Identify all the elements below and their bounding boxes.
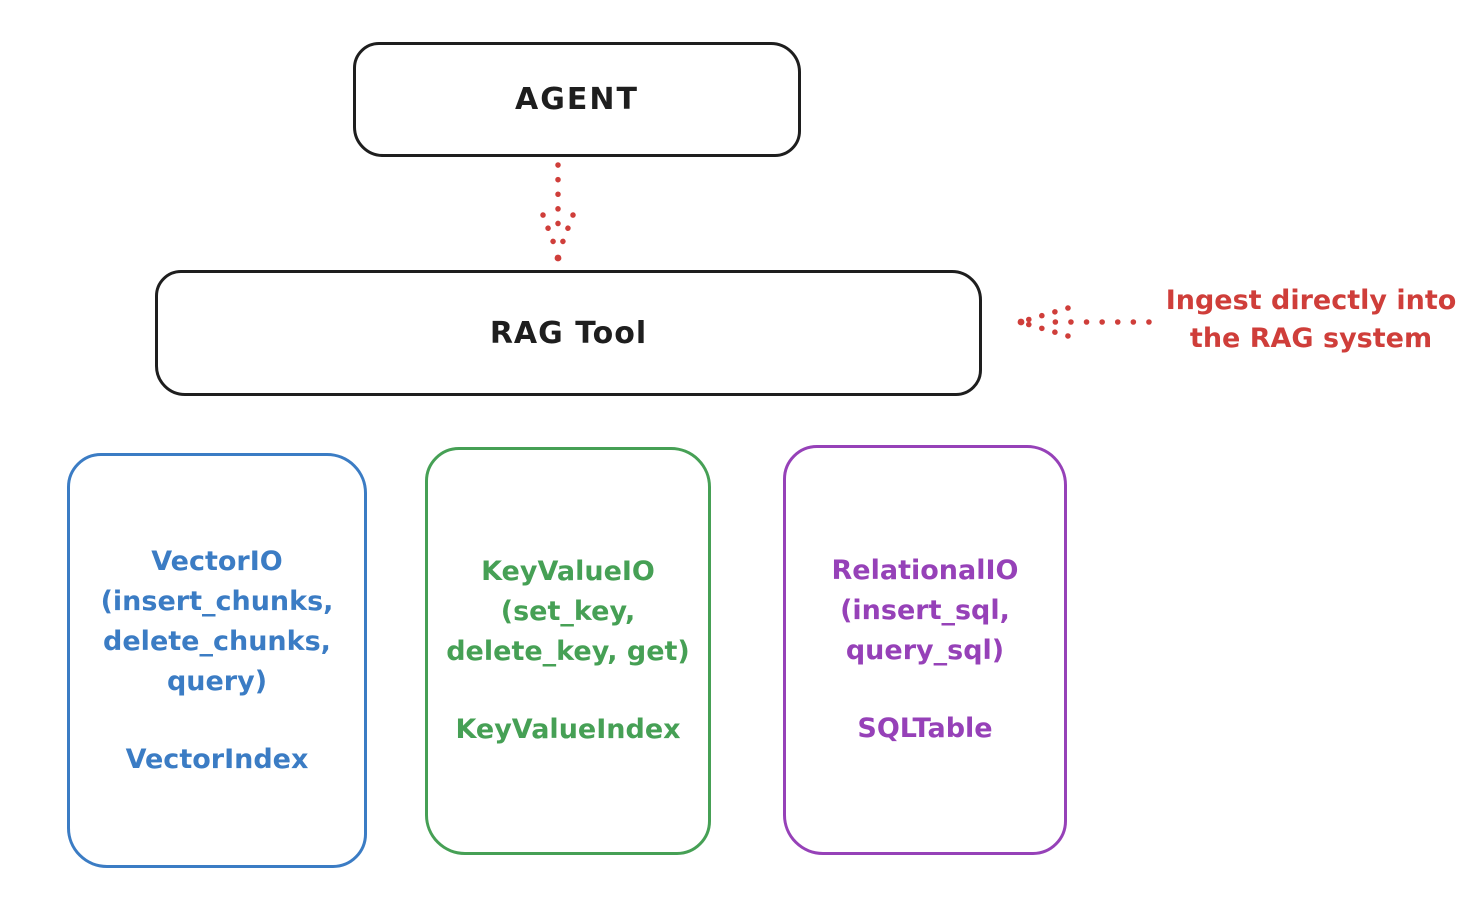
- backend-methods-vectorio: VectorIO (insert_chunks, delete_chunks, …: [101, 542, 334, 702]
- backend-method-line: delete_chunks,: [103, 625, 331, 657]
- backend-box-relationalio: RelationalIO (insert_sql, query_sql) SQL…: [783, 445, 1067, 855]
- backend-method-line: (insert_chunks,: [100, 585, 334, 617]
- backend-box-vectorio: VectorIO (insert_chunks, delete_chunks, …: [67, 453, 367, 868]
- backend-index-sqltable: SQLTable: [857, 713, 993, 744]
- backend-method-line: query_sql): [845, 635, 1005, 666]
- backend-index-keyvalueindex: KeyValueIndex: [455, 714, 681, 745]
- ingest-annotation: Ingest directly into the RAG system: [1138, 282, 1484, 358]
- backend-index-vectorindex: VectorIndex: [125, 743, 309, 775]
- agent-label: AGENT: [515, 82, 639, 117]
- backend-title: KeyValueIO: [481, 556, 655, 587]
- rag-tool-node: RAG Tool: [155, 270, 982, 396]
- backend-box-keyvalueio: KeyValueIO (set_key, delete_key, get) Ke…: [425, 447, 711, 855]
- ingest-annotation-line2: the RAG system: [1189, 323, 1433, 354]
- agent-node: AGENT: [353, 42, 801, 157]
- agent-to-ragtool-arrow-icon: [540, 162, 576, 262]
- ingest-annotation-line1: Ingest directly into: [1165, 285, 1457, 316]
- backend-title: VectorIO: [151, 545, 283, 577]
- backend-method-line: delete_key, get): [446, 636, 690, 667]
- backend-methods-relationalio: RelationalIO (insert_sql, query_sql): [832, 551, 1019, 671]
- rag-tool-label: RAG Tool: [489, 315, 648, 351]
- backend-method-line: query): [166, 665, 268, 697]
- backend-methods-keyvalueio: KeyValueIO (set_key, delete_key, get): [446, 552, 690, 672]
- backend-method-line: (set_key,: [500, 596, 636, 627]
- backend-title: RelationalIO: [831, 555, 1019, 586]
- ingest-annotation-arrow-icon: [1017, 305, 1152, 339]
- backend-method-line: (insert_sql,: [840, 595, 1010, 626]
